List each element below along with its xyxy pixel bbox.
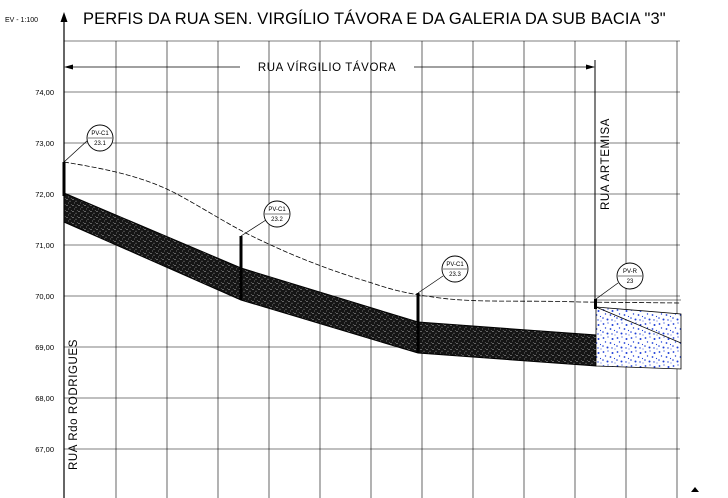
tick-label: 70,00: [35, 292, 54, 301]
tick-label: 73,00: [35, 139, 54, 148]
tick-label: 72,00: [35, 190, 54, 199]
street-name-left: RUA Rdo RODRIGUES: [68, 339, 80, 470]
terrain-profile-line: [63, 161, 682, 304]
pv-label-top: PV-C1: [268, 207, 286, 213]
tick-label: 68,00: [35, 394, 54, 403]
street-name-right: RUA ARTEMISA: [600, 118, 612, 210]
outlet-fill-section: [595, 306, 682, 370]
tick-label: 69,00: [35, 343, 54, 352]
elevation-tick-labels: 74,00 73,00 72,00 71,00 70,00 69,00 68,0…: [35, 88, 54, 454]
street-name-top: RUA VÍRGILIO TÁVORA: [258, 61, 396, 74]
pv-marker-1: PV-C1 23.1: [63, 124, 114, 163]
elevation-axis: [60, 12, 68, 498]
pv-label-bottom: 23.1: [94, 141, 106, 147]
scale-label: EV - 1:100: [5, 17, 38, 24]
gallery-pipe-section: [63, 192, 597, 367]
pv-label-bottom: 23.3: [449, 272, 461, 278]
pv-label-top: PV-C1: [446, 262, 464, 268]
manhole-bars: [62, 162, 597, 353]
pv-label-bottom: 23: [627, 279, 634, 285]
drawing-title: PERFIS DA RUA SEN. VIRGÍLIO TÁVORA E DA …: [83, 9, 666, 28]
pv-label-top: PV-R: [623, 269, 638, 275]
tick-label: 74,00: [35, 88, 54, 97]
pv-label-top: PV-C1: [91, 131, 109, 137]
pv-marker-4: PV-R 23: [595, 262, 644, 300]
tick-label: 67,00: [35, 445, 54, 454]
pv-marker-3: PV-C1 23.3: [417, 255, 469, 294]
tick-label: 71,00: [35, 241, 54, 250]
street-dimension-line: [64, 64, 595, 70]
corner-arrow-icon: [691, 487, 699, 492]
pv-label-bottom: 23.2: [271, 217, 283, 223]
pv-marker-2: PV-C1 23.2: [240, 200, 291, 237]
outlet-diagonal-line: [595, 306, 682, 344]
